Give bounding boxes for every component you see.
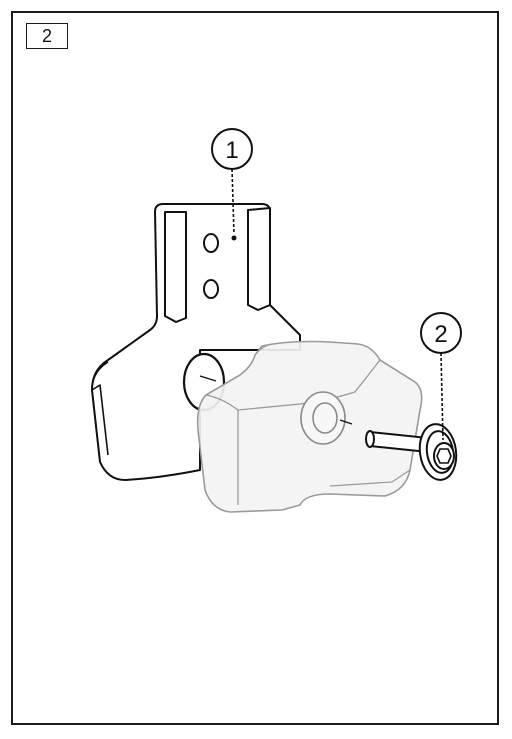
callout-1-leader — [231, 168, 235, 235]
callout-2: 2 — [420, 312, 462, 441]
bolt-shaft — [365, 430, 429, 454]
callout-1-label: 1 — [225, 137, 238, 164]
callout-2-leader — [440, 352, 444, 441]
knob-center-boss — [300, 391, 346, 445]
callout-2-label: 2 — [434, 321, 447, 348]
bracket-hole-lower — [203, 279, 219, 299]
step-number-label: 2 — [41, 25, 52, 46]
bracket-hole-upper — [203, 233, 219, 253]
bolt-head — [433, 442, 455, 470]
assembly-axis-line — [199, 375, 353, 425]
step-number-box: 2 — [26, 23, 68, 49]
wall-bracket — [91, 203, 301, 481]
callout-1-anchor-dot — [231, 235, 237, 241]
callout-1: 1 — [211, 128, 253, 235]
